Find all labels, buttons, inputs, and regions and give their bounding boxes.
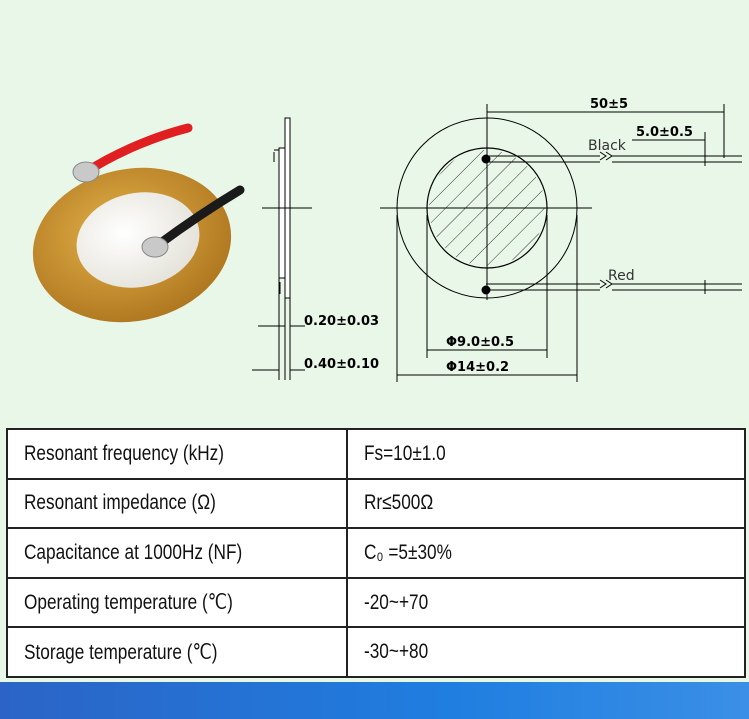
substrate-thickness-label: 0.20±0.03 xyxy=(304,314,379,329)
outer-width-label: 50±5 xyxy=(590,97,628,112)
ceramic-diameter-label: Φ9.0±0.5 xyxy=(446,335,514,350)
electrode-diameter-label: Φ14±0.2 xyxy=(446,360,509,375)
value-storage-temperature: -30~+80 xyxy=(364,640,429,664)
total-thickness-label: 0.40±0.10 xyxy=(304,357,379,372)
solder-point-black xyxy=(481,154,491,164)
value-operating-temperature: -20~+70 xyxy=(364,590,429,614)
piezo-photo xyxy=(32,123,245,323)
footer-bar xyxy=(0,682,749,719)
side-view xyxy=(252,117,312,380)
wire-strip-label: 5.0±0.5 xyxy=(636,125,693,140)
table-row: Resonant frequency (kHz) Fs=10±1.0 xyxy=(6,428,746,480)
wire-black-label: Black xyxy=(588,138,627,154)
param-resonant-frequency: Resonant frequency (kHz) xyxy=(24,441,225,465)
wire-red-label: Red xyxy=(608,268,635,284)
value-resonant-frequency: Fs=10±1.0 xyxy=(364,441,446,465)
param-capacitance: Capacitance at 1000Hz (NF) xyxy=(24,540,243,564)
table-row: Operating temperature (℃) -20~+70 xyxy=(6,576,746,629)
param-storage-temperature: Storage temperature (℃) xyxy=(24,640,218,664)
value-capacitance: C₀ =5±30% xyxy=(364,540,452,564)
table-row: Capacitance at 1000Hz (NF) C₀ =5±30% xyxy=(6,527,746,579)
side-ceramic xyxy=(278,147,286,279)
piezo-drawing: 0.20±0.03 0.40±0.10 xyxy=(32,97,742,382)
ceramic-layer xyxy=(76,192,200,288)
table-row: Resonant impedance (Ω) Rr≤500Ω xyxy=(6,477,746,530)
black-wire xyxy=(153,185,245,250)
solder-joint-center xyxy=(141,236,169,258)
value-resonant-impedance: Rr≤500Ω xyxy=(364,491,434,515)
red-wire xyxy=(81,123,193,177)
front-view xyxy=(380,104,742,382)
spec-table: Resonant frequency (kHz) Fs=10±1.0 Reson… xyxy=(6,428,746,678)
solder-joint-top xyxy=(72,161,100,183)
table-row: Storage temperature (℃) -30~+80 xyxy=(6,626,746,678)
param-operating-temperature: Operating temperature (℃) xyxy=(24,591,233,615)
param-resonant-impedance: Resonant impedance (Ω) xyxy=(24,491,216,515)
